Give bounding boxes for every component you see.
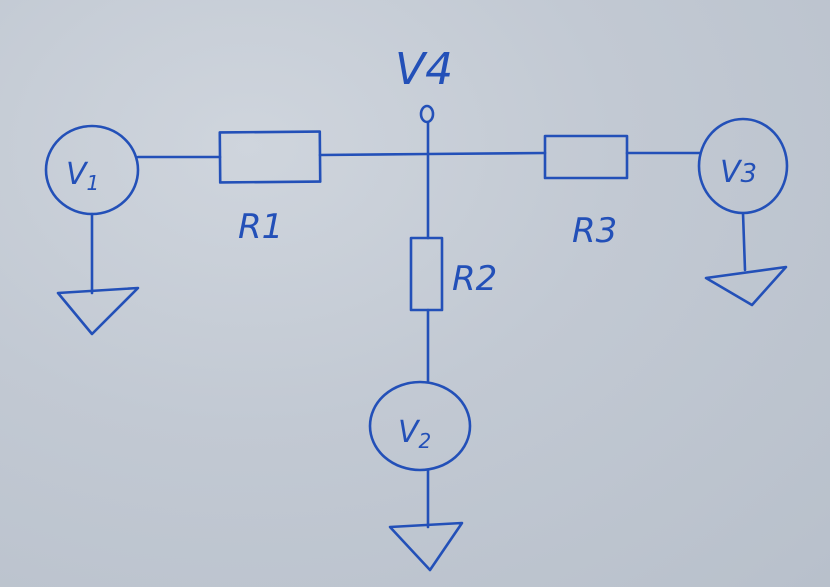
node-label-v4: V4 [395, 44, 453, 95]
source-v2-sub: 2 [419, 429, 432, 453]
ground-v3-icon [704, 265, 788, 307]
resistor-label-r2: R2 [452, 259, 497, 299]
source-v1-sub: 1 [87, 171, 100, 195]
source-label-v1: V1 [66, 157, 99, 195]
wire-node-r3 [426, 151, 547, 156]
ground-v1-icon [56, 286, 140, 336]
resistor-r3 [543, 134, 629, 180]
ground-v2-icon [388, 521, 464, 572]
source-v1-circle [44, 124, 140, 216]
source-label-v2: V2 [398, 415, 431, 453]
source-v3-sub: 3 [741, 159, 758, 189]
source-v3-main: V [720, 155, 743, 190]
source-label-v3: V3 [720, 155, 757, 190]
node-terminal-circle [419, 104, 435, 124]
resistor-label-r3: R3 [572, 211, 617, 251]
source-v2-main: V [398, 415, 421, 450]
resistor-r1 [218, 130, 322, 184]
source-v2-circle [368, 380, 472, 472]
wire-r1-node [318, 152, 430, 157]
source-v1-main: V [66, 157, 89, 192]
resistor-label-r1: R1 [238, 207, 283, 247]
resistor-r2 [409, 236, 444, 312]
wire-v3-ground [741, 211, 747, 272]
